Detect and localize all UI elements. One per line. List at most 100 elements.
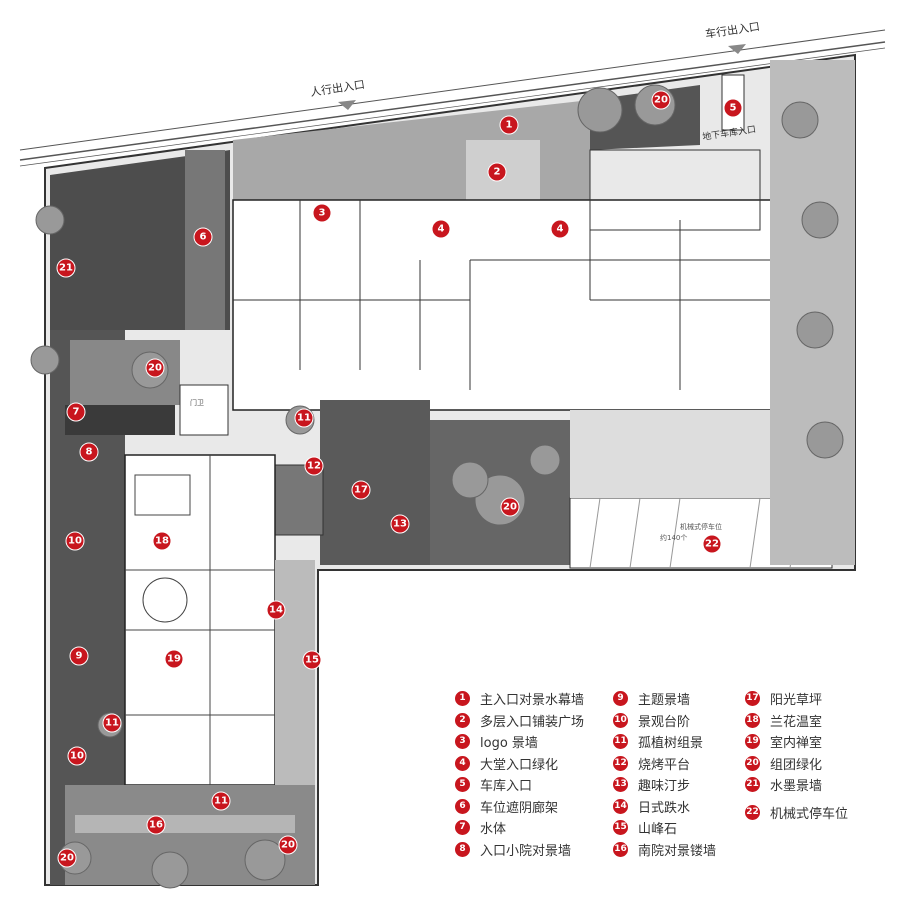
legend-item: 21 水墨景墙 bbox=[745, 774, 848, 796]
legend-item: 18 兰花温室 bbox=[745, 710, 848, 732]
gatehouse bbox=[179, 384, 229, 436]
legend-label: 兰花温室 bbox=[770, 714, 823, 730]
legend-label: 多层入口铺装广场 bbox=[480, 714, 585, 730]
plan-marker-16: 16 bbox=[146, 815, 166, 835]
plan-marker-11: 11 bbox=[102, 713, 122, 733]
plan-marker-2: 2 bbox=[487, 162, 507, 182]
legend-number: 16 bbox=[613, 841, 628, 857]
legend-number: 17 bbox=[745, 691, 760, 707]
plan-marker-4: 4 bbox=[431, 219, 451, 239]
legend-number: 12 bbox=[613, 755, 628, 771]
legend-number: 14 bbox=[613, 798, 628, 814]
plan-marker-8: 8 bbox=[79, 442, 99, 462]
building-walls bbox=[233, 149, 773, 390]
legend-number: 6 bbox=[455, 798, 470, 814]
legend-number: 11 bbox=[613, 734, 628, 750]
plan-marker-14: 14 bbox=[266, 600, 286, 620]
plan-marker-17: 17 bbox=[351, 480, 371, 500]
plan-marker-18: 18 bbox=[152, 531, 172, 551]
legend-number: 20 bbox=[745, 755, 760, 771]
legend-number: 1 bbox=[455, 691, 470, 707]
lawn bbox=[320, 400, 430, 565]
legend-item: 5 车库入口 bbox=[455, 774, 584, 796]
parking-note: 机械式停车位 bbox=[680, 523, 722, 531]
residential-building bbox=[232, 199, 774, 411]
plan-marker-15: 15 bbox=[302, 650, 322, 670]
legend-label: 孤植树组景 bbox=[638, 736, 704, 752]
legend-number: 4 bbox=[455, 755, 470, 771]
legend-label: 机械式停车位 bbox=[770, 806, 849, 822]
legend-item: 3 logo 景墙 bbox=[455, 731, 584, 753]
plan-marker-20: 20 bbox=[57, 848, 77, 868]
legend-number: 3 bbox=[455, 734, 470, 750]
clubhouse bbox=[124, 454, 276, 786]
plan-marker-20: 20 bbox=[278, 835, 298, 855]
plan-marker-4: 4 bbox=[550, 219, 570, 239]
legend-item: 11 孤植树组景 bbox=[613, 731, 716, 753]
legend-label: 室内禅室 bbox=[770, 736, 823, 752]
legend-label: 主题景墙 bbox=[638, 693, 691, 709]
legend-item: 2 多层入口铺装广场 bbox=[455, 710, 584, 732]
legend-number: 18 bbox=[745, 712, 760, 728]
legend-number: 13 bbox=[613, 777, 628, 793]
legend-number: 21 bbox=[745, 777, 760, 793]
plan-marker-1: 1 bbox=[499, 115, 519, 135]
plan-marker-10: 10 bbox=[65, 531, 85, 551]
legend-number: 22 bbox=[745, 804, 760, 820]
plan-marker-6: 6 bbox=[193, 227, 213, 247]
plan-marker-13: 13 bbox=[390, 514, 410, 534]
legend-label: 水墨景墙 bbox=[770, 779, 823, 795]
plan-marker-3: 3 bbox=[312, 203, 332, 223]
legend-item: 15 山峰石 bbox=[613, 817, 716, 839]
legend-label: 山峰石 bbox=[638, 822, 678, 838]
legend-number: 2 bbox=[455, 712, 470, 728]
plan-marker-10: 10 bbox=[67, 746, 87, 766]
plan-marker-21: 21 bbox=[56, 258, 76, 278]
legend-label: 入口小院对景墙 bbox=[480, 843, 572, 859]
legend-item: 4 大堂入口绿化 bbox=[455, 753, 584, 775]
clubhouse-walls bbox=[125, 455, 275, 785]
legend-number: 15 bbox=[613, 820, 628, 836]
bbq-platform bbox=[274, 464, 324, 536]
legend-label: 车位遮阴廊架 bbox=[480, 800, 559, 816]
plan-marker-20: 20 bbox=[500, 497, 520, 517]
plan-marker-20: 20 bbox=[651, 90, 671, 110]
plan-marker-11: 11 bbox=[211, 791, 231, 811]
legend-label: 组团绿化 bbox=[770, 757, 823, 773]
legend-label: 大堂入口绿化 bbox=[480, 757, 559, 773]
legend-label: 景观台阶 bbox=[638, 714, 691, 730]
plan-marker-22: 22 bbox=[702, 534, 722, 554]
parking-count: 约140个 bbox=[660, 534, 688, 542]
legend-label: 车库入口 bbox=[480, 779, 533, 795]
plan-marker-7: 7 bbox=[66, 402, 86, 422]
legend-label: 趣味汀步 bbox=[638, 779, 691, 795]
legend-number: 9 bbox=[613, 691, 628, 707]
plan-marker-19: 19 bbox=[164, 649, 184, 669]
legend-number: 8 bbox=[455, 841, 470, 857]
plan-marker-12: 12 bbox=[304, 456, 324, 476]
legend-item: 20 组团绿化 bbox=[745, 753, 848, 775]
legend-item: 13 趣味汀步 bbox=[613, 774, 716, 796]
legend-item: 22 机械式停车位 bbox=[745, 802, 848, 824]
east-stream bbox=[275, 560, 315, 785]
vehicle-entrance-arrow bbox=[728, 44, 746, 54]
south-wall bbox=[75, 815, 295, 833]
legend-label: logo 景墙 bbox=[480, 736, 538, 752]
legend-item: 6 车位遮阴廊架 bbox=[455, 796, 584, 818]
gatehouse-label: 门卫 bbox=[190, 399, 204, 407]
plan-marker-20: 20 bbox=[145, 358, 165, 378]
legend-number: 5 bbox=[455, 777, 470, 793]
plan-marker-9: 9 bbox=[69, 646, 89, 666]
legend-label: 水体 bbox=[480, 822, 507, 838]
pedestrian-entrance-arrow bbox=[338, 100, 356, 110]
